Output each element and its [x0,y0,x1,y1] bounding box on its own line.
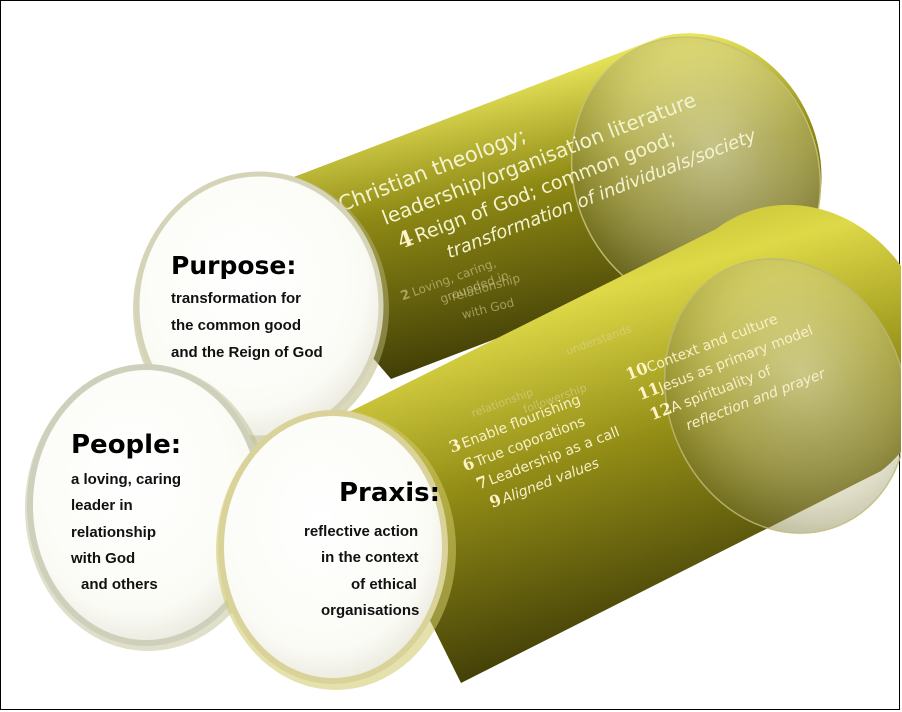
praxis-line-3: of ethical [351,576,417,593]
people-circle: People: a loving, caring leader in relat… [25,364,271,651]
people-line-2: leader in [71,497,133,514]
purpose-title: Purpose: [171,251,296,280]
praxis-title: Praxis: [339,478,440,508]
purpose-circle: Purpose: transformation for the common g… [133,171,389,446]
purpose-line-1: transformation for [171,290,301,307]
people-line-1: a loving, caring [71,471,181,488]
purpose-line-2: the common good [171,317,301,334]
bottom-cylinder-end-cap [663,258,901,534]
praxis-line-4: organisations [321,602,419,619]
people-line-3: relationship [71,524,156,541]
people-line-4: with God [70,550,135,567]
people-line-5: and others [81,576,158,593]
praxis-line-2: in the context [321,549,419,566]
praxis-line-1: reflective action [304,523,418,540]
praxis-circle: Praxis: reflective action in the context… [216,410,456,690]
purpose-line-3: and the Reign of God [171,344,323,361]
people-title: People: [71,430,181,460]
